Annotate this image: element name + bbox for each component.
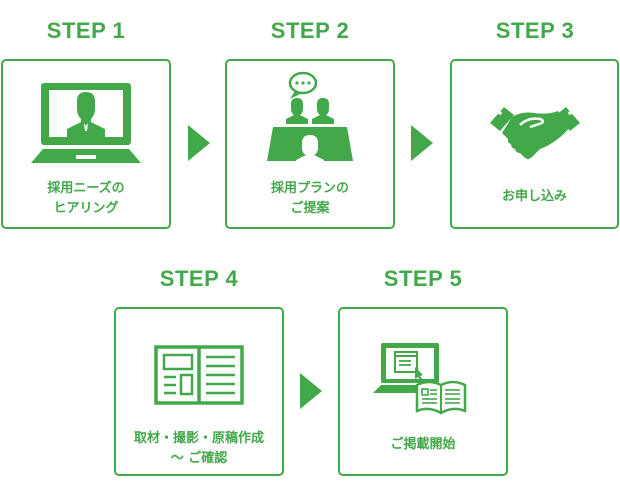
arrow-right-icon: [411, 125, 433, 161]
step-1-label-line: ヒアリング: [53, 201, 119, 216]
step-2-label-line: ご提案: [290, 201, 330, 216]
step-1-label-line: 採用ニーズの: [47, 181, 125, 196]
step-5-label: ご掲載開始: [340, 435, 506, 455]
step-1-title: STEP 1: [46, 18, 126, 43]
video-call-laptop-icon: [31, 83, 141, 163]
meeting-table-icon: [267, 71, 353, 162]
step-3-card: お申し込み: [450, 59, 619, 229]
laptop-magazine-icon: [373, 343, 467, 415]
step-5-label-line: ご掲載開始: [390, 437, 456, 452]
step-3-label: お申し込み: [452, 187, 617, 207]
step-2-card: 採用プランの ご提案: [225, 59, 395, 229]
step-2-label: 採用プランの ご提案: [227, 179, 393, 219]
step-3-label-line: お申し込み: [501, 189, 567, 204]
step-5-card: ご掲載開始: [338, 307, 508, 476]
step-1-label: 採用ニーズの ヒアリング: [3, 179, 169, 219]
step-1-card: 採用ニーズの ヒアリング: [1, 59, 171, 229]
step-4-label-line: 取材・撮影・原稿作成: [133, 431, 264, 446]
arrow-right-icon: [300, 373, 322, 409]
step-4-label-line: 〜 ご確認: [170, 451, 228, 466]
open-document-icon: [154, 345, 244, 405]
step-3-title: STEP 3: [495, 18, 575, 43]
step-4-title: STEP 4: [159, 266, 239, 291]
step-2-label-line: 採用プランの: [270, 181, 349, 196]
step-2-title: STEP 2: [270, 18, 350, 43]
arrow-right-icon: [188, 125, 210, 161]
handshake-icon: [489, 107, 580, 159]
step-4-card: 取材・撮影・原稿作成 〜 ご確認: [114, 307, 284, 476]
step-4-label: 取材・撮影・原稿作成 〜 ご確認: [116, 429, 282, 469]
step-5-title: STEP 5: [383, 266, 463, 291]
